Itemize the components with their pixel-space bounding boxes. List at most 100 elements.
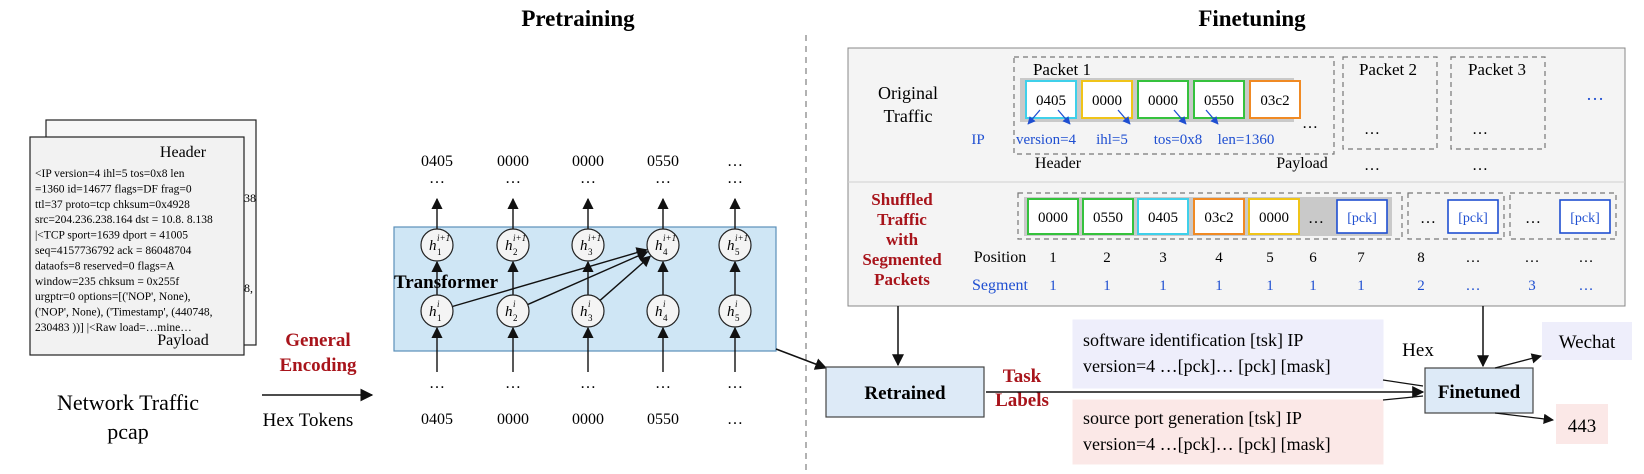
packet-3-label: Packet 3 — [1468, 60, 1526, 79]
node-superscript: i+1 — [663, 233, 676, 243]
position-value: 8 — [1417, 250, 1425, 266]
node-superscript: i — [735, 299, 738, 309]
node-superscript: i+1 — [437, 233, 450, 243]
original-hex-token: 0000 — [1137, 80, 1189, 119]
finetuned-box — [1424, 367, 1534, 414]
position-value: … — [1579, 250, 1594, 266]
doc-line: dataofs=8 reserved=0 flags=A — [35, 260, 175, 272]
ip-field: version=4 — [1016, 132, 1077, 148]
header-label: Header — [1035, 155, 1082, 172]
input-token: … — [727, 411, 743, 428]
output-ellipsis: … — [580, 170, 596, 187]
shuffled-ellipsis-2: … — [1420, 210, 1436, 227]
output-wechat-arrow — [1494, 353, 1543, 369]
packet-3-ellipsis: … — [1472, 121, 1488, 138]
doc-line: <IP version=4 ihl=5 tos=0x8 len — [35, 168, 185, 180]
shuffled-hex-token: 0000 — [1248, 198, 1300, 235]
position-value: 5 — [1266, 250, 1274, 266]
doc-lines: <IP version=4 ihl=5 tos=0x8 len=1360 id=… — [35, 168, 213, 334]
transformer-label: Transformer — [394, 272, 499, 293]
task-labels-1: Task — [1003, 366, 1042, 387]
original-hex-token: 03c2 — [1249, 80, 1301, 119]
packet-2-ellipsis: … — [1364, 121, 1380, 138]
segment-value: 1 — [1309, 278, 1317, 294]
svg-text:h: h — [655, 304, 663, 320]
original-hex-token: 0000 — [1081, 80, 1133, 119]
port-output-box — [1556, 404, 1608, 444]
segment-value: 2 — [1417, 278, 1425, 294]
svg-text:[pck]: [pck] — [1458, 211, 1488, 226]
hex-label: Hex — [1402, 340, 1434, 361]
shuffled-label-line: Packets — [874, 270, 930, 289]
retrained-label: Retrained — [864, 383, 946, 404]
svg-text:h: h — [429, 238, 437, 254]
node-superscript: i+1 — [588, 233, 601, 243]
doc-line: window=235 chksum = 0x255f — [35, 276, 179, 288]
shuffled-segment-2 — [1407, 192, 1505, 240]
svg-text:0550: 0550 — [1093, 210, 1123, 226]
input-token: 0405 — [421, 411, 453, 428]
task-2-box — [1072, 399, 1384, 465]
task-2-line-1: source port generation [tsk] IP — [1083, 408, 1302, 428]
svg-text:h: h — [727, 238, 735, 254]
svg-text:[pck]: [pck] — [1570, 211, 1600, 226]
position-value: 6 — [1309, 250, 1317, 266]
general-encoding-label-1: General — [285, 330, 350, 351]
node-subscript: 3 — [588, 313, 593, 323]
doc-line: |<TCP sport=1639 dport = 41005 — [35, 230, 188, 242]
doc-line: src=204.236.238.164 dst = 10.8. 8.138 — [35, 214, 213, 226]
output-token: … — [727, 153, 743, 170]
network-traffic-label: Network Traffic — [57, 390, 199, 415]
svg-text:h: h — [429, 304, 437, 320]
svg-text:h: h — [727, 304, 735, 320]
svg-text:h: h — [580, 238, 588, 254]
payload-ellipsis-1: … — [1364, 157, 1380, 174]
task-labels-2: Labels — [995, 390, 1049, 411]
svg-text:0000: 0000 — [1148, 93, 1178, 109]
svg-text:h: h — [655, 238, 663, 254]
more-packets-ellipsis: … — [1586, 84, 1604, 104]
node-superscript: i+1 — [513, 233, 526, 243]
transformer-layer: 0405……04050000……00000000……00000550……0550… — [420, 153, 752, 428]
doc-fragment-1: 38 — [244, 191, 256, 205]
position-label: Position — [974, 249, 1026, 266]
input-ellipsis: … — [429, 375, 445, 392]
hex-tokens-label: Hex Tokens — [263, 410, 354, 431]
doc-line: ttl=37 proto=tcp chksum=0x4928 — [35, 199, 190, 211]
packet-1-box — [1013, 56, 1335, 155]
svg-text:0550: 0550 — [1204, 93, 1234, 109]
field-pointer — [1205, 109, 1219, 125]
output-token: 0000 — [497, 153, 529, 170]
shuffled-label-line: Traffic — [877, 210, 927, 229]
doc-line: seq=4157736792 ack = 86048704 — [35, 245, 192, 257]
port-output: 443 — [1568, 416, 1597, 437]
shuffled-hex-token: 03c2 — [1193, 198, 1245, 235]
doc-header-label: Header — [160, 144, 207, 161]
ip-field: tos=0x8 — [1154, 132, 1202, 148]
original-traffic-label-2: Traffic — [884, 106, 933, 126]
attention-arrow — [599, 255, 652, 301]
pcap-document: 38 8, Header <IP version=4 ihl=5 tos=0x8… — [29, 119, 257, 356]
doc-card-front — [29, 136, 245, 356]
node-superscript: i — [513, 299, 516, 309]
node-subscript: 1 — [437, 247, 442, 257]
output-ellipsis: … — [505, 170, 521, 187]
svg-text:[pck]: [pck] — [1347, 211, 1377, 226]
packet-2-box — [1342, 56, 1438, 150]
payload-label: Payload — [1276, 155, 1328, 172]
pcap-label: pcap — [107, 419, 149, 444]
segment-value: 1 — [1357, 278, 1365, 294]
ip-field: len=1360 — [1218, 132, 1275, 148]
node-superscript: i+1 — [735, 233, 748, 243]
node-subscript: 1 — [437, 313, 442, 323]
svg-text:03c2: 03c2 — [1260, 93, 1289, 109]
